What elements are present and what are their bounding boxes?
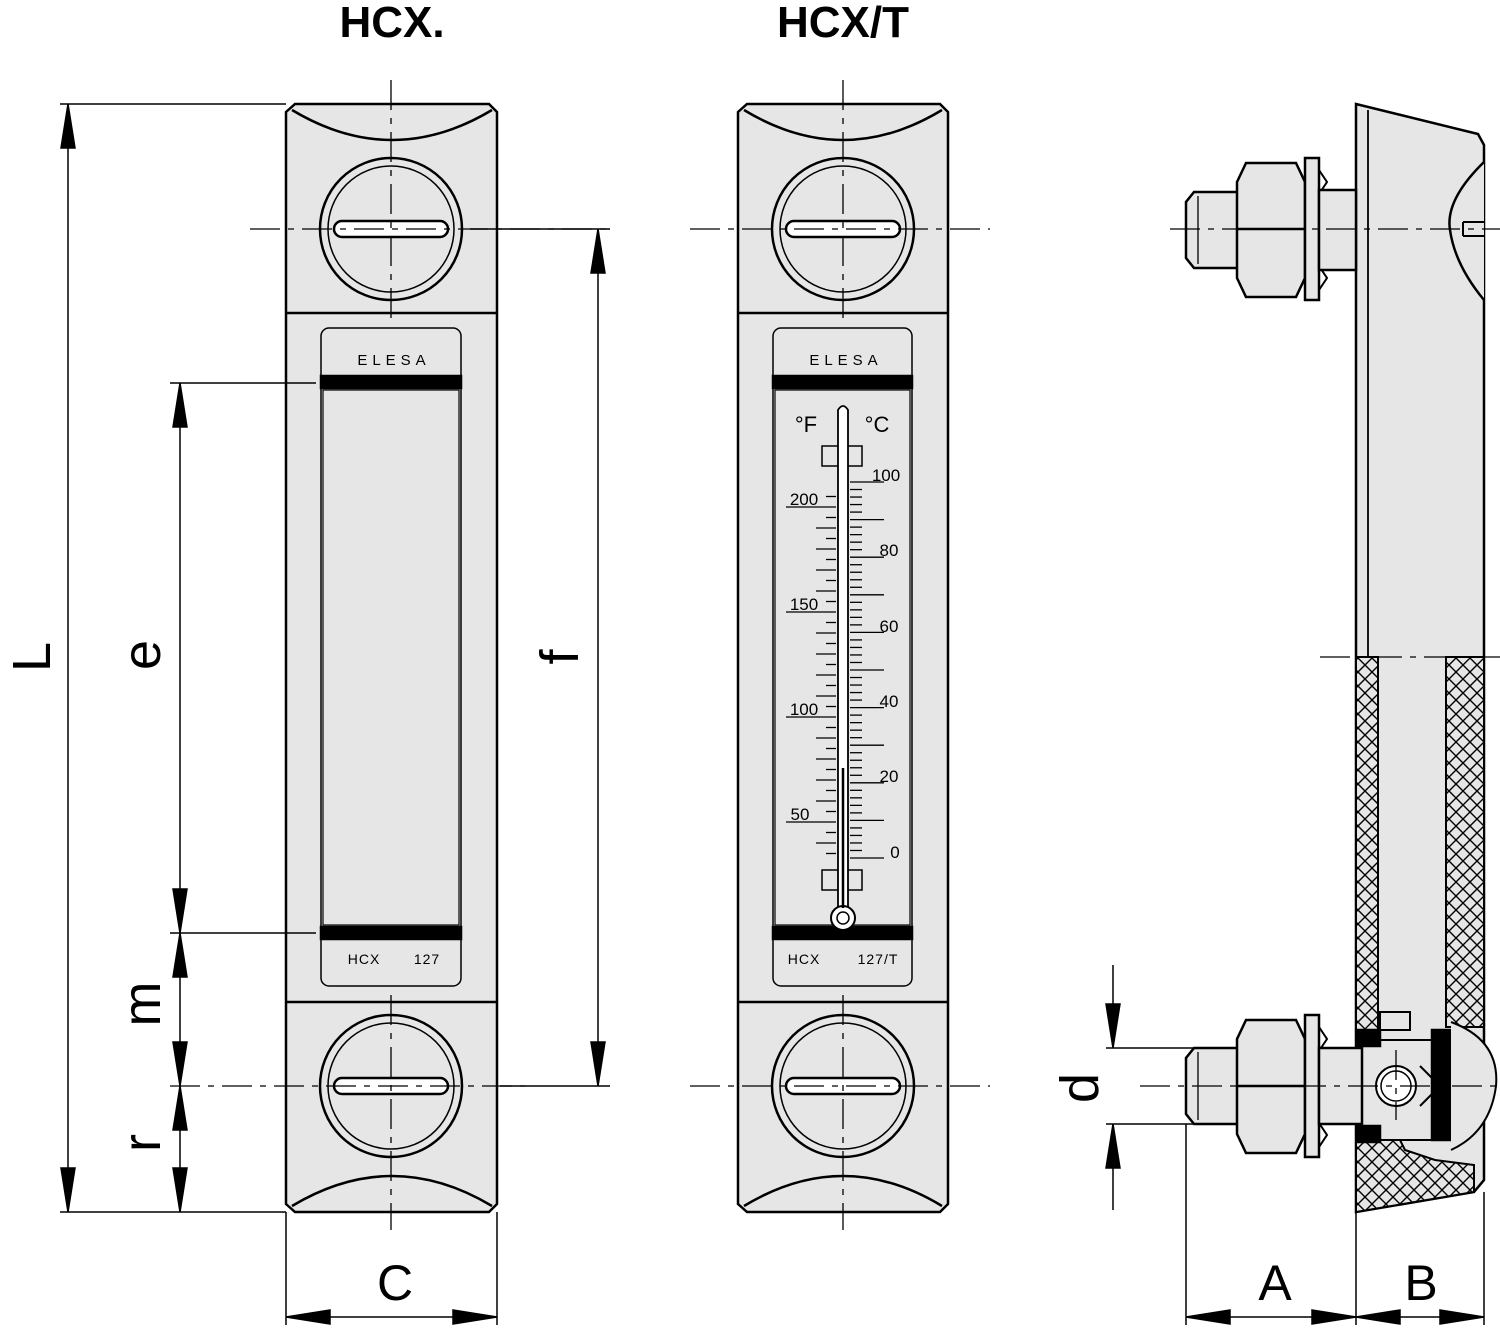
centerlines-side [1140,228,1500,1120]
view-title-hcx-t: HCX/T [777,0,909,47]
model-label-left-b: 127 [414,951,440,967]
thermometer-bulb [830,905,856,931]
celsius-label: 100 [872,466,900,485]
celsius-label: 80 [880,541,899,560]
brand-label-left: ELESA [357,352,430,369]
dimension-label-B: B [1404,1255,1437,1311]
top-bolt [1184,156,1358,302]
thermometer-unit-f: °F [795,412,817,437]
side-screw-head-top [1448,161,1485,301]
model-label-right-a: HCX [788,951,821,967]
thermometer-tube [837,405,849,908]
celsius-label: 60 [880,617,899,636]
bottom-cap-curve [291,1174,493,1208]
dimension-label-f: f [530,649,590,665]
dimension-label-L: L [2,642,62,672]
dimension-lines [60,103,1485,1325]
model-label-right-b: 127/T [858,951,899,967]
threaded-stud-top [1184,190,1242,270]
model-label-left-a: HCX [348,951,381,967]
section-right-wall [1445,656,1485,1028]
fahrenheit-label: 50 [791,805,810,824]
section-left-wall [1355,656,1379,1038]
thermometer-unit-c: °C [865,412,890,437]
thermometer [786,405,884,931]
dimension-label-r: r [112,1134,172,1152]
dimension-label-e: e [112,640,172,670]
celsius-label: 20 [880,767,899,786]
top-cap-curve [291,108,493,142]
celsius-label: 0 [890,843,899,862]
front-view-hcx [284,102,499,1214]
brand-label-right: ELESA [809,352,882,369]
celsius-label: 40 [880,692,899,711]
dimension-label-A: A [1258,1255,1292,1311]
level-band-top [319,374,463,390]
fahrenheit-label: 150 [790,595,818,614]
dimension-label-C: C [377,1255,413,1311]
view-title-hcx: HCX. [339,0,444,47]
fahrenheit-label: 100 [790,700,818,719]
centerlines-middle [690,80,990,1230]
side-view [1354,102,1498,1214]
level-band-bottom [319,925,463,941]
window-glass [322,389,460,926]
fahrenheit-label: 200 [790,490,818,509]
fitting-block [1361,1039,1443,1141]
dimension-label-m: m [112,982,172,1027]
dimension-label-d: d [1050,1073,1110,1103]
